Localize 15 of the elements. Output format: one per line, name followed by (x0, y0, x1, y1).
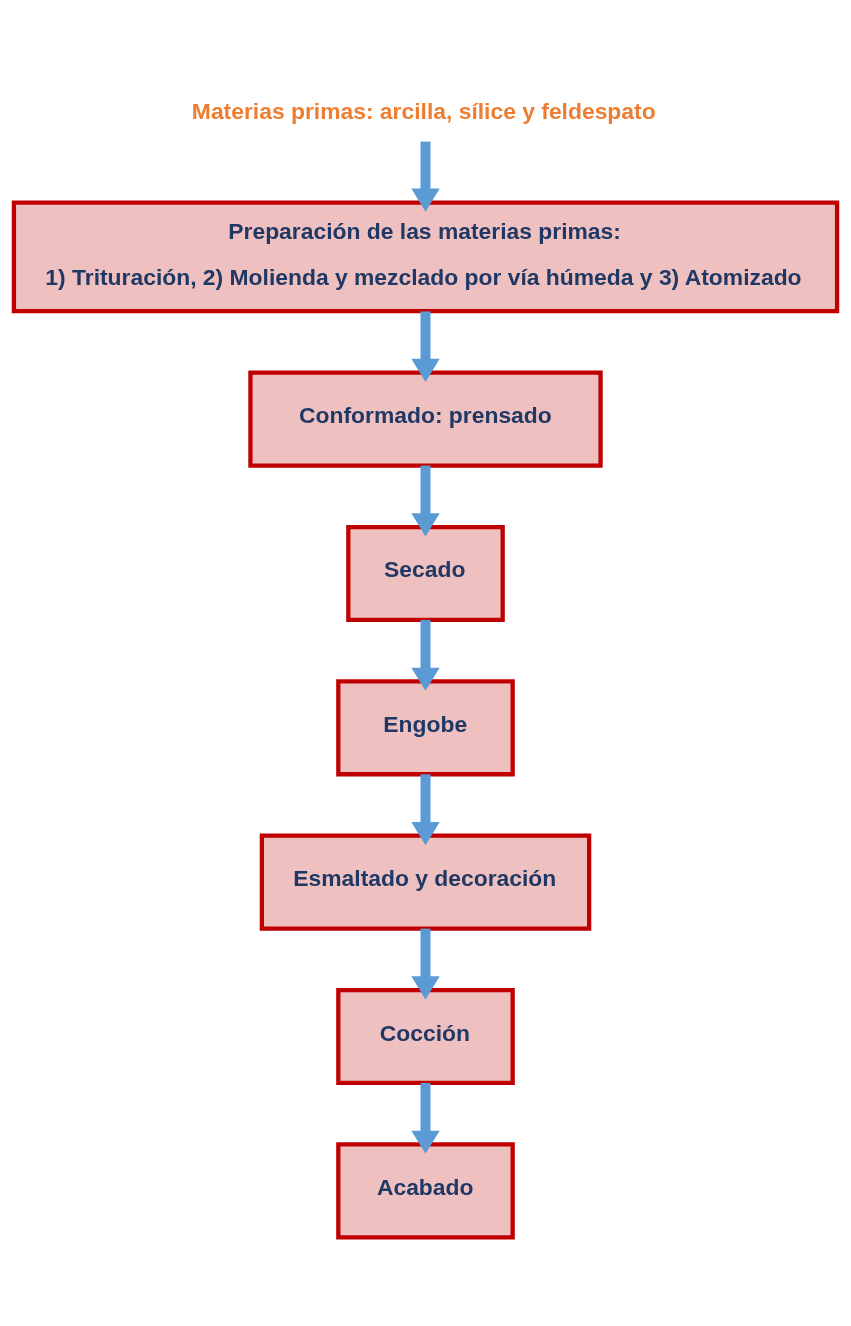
node-box: Preparación de las materias primas: 1) Trituración, 2) Molienda y mezclado por vía húmeda y 3) Atomizado (11, 199, 840, 313)
arrow (411, 619, 440, 691)
node-box: Cocción (336, 987, 515, 1085)
node-box: Engobe (336, 678, 515, 776)
node-box: Secado (346, 524, 505, 622)
arrow (411, 1082, 440, 1154)
arrow (411, 773, 440, 845)
node-box: Esmaltado y decoración (259, 833, 592, 931)
arrow (411, 141, 440, 212)
node-text: Materias primas: arcilla, sílice y feldespato (191, 97, 656, 124)
arrow (411, 465, 440, 536)
arrow (411, 310, 440, 382)
arrow (411, 928, 440, 999)
node-box: Acabado (336, 1141, 515, 1239)
node-box: Conformado: prensado (248, 370, 603, 468)
